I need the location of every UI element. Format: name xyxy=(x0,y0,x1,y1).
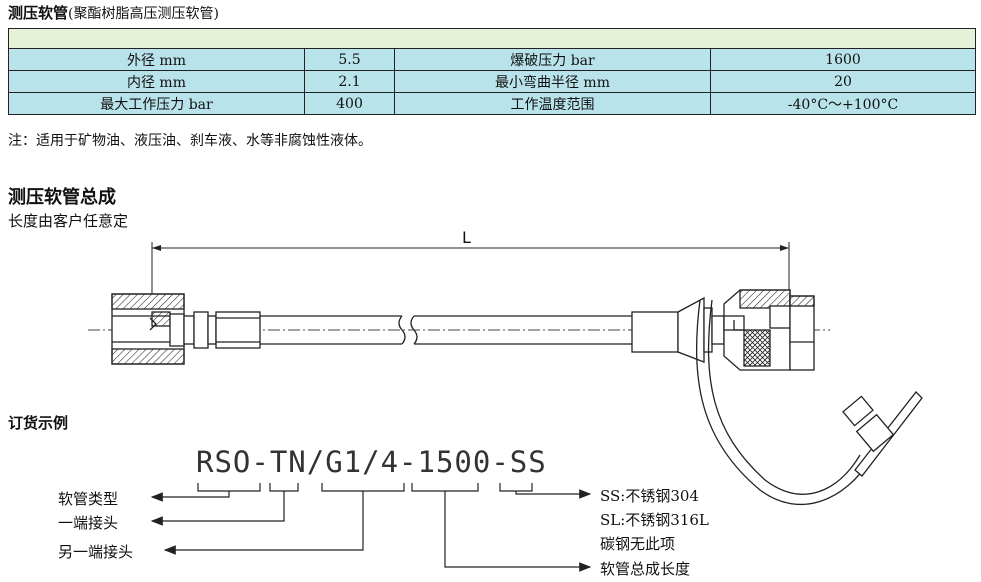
table-row: 最大工作压力 bar 400 工作温度范围 -40°C～+100°C xyxy=(8,92,976,115)
label-end-fitting: 一端接头 xyxy=(58,514,119,532)
spec-table-header xyxy=(8,28,976,49)
label-carbon-steel: 碳钢无此项 xyxy=(600,535,676,553)
label-other-end-fitting: 另一端接头 xyxy=(58,543,134,561)
label-ss: SS:不锈钢304 xyxy=(600,487,699,505)
table-row: 内径 mm 2.1 最小弯曲半径 mm 20 xyxy=(8,70,976,93)
right-fitting xyxy=(723,289,815,371)
usage-note: 注：适用于矿物油、液压油、刹车液、水等非腐蚀性液体。 xyxy=(8,133,372,149)
title-main: 测压软管 xyxy=(8,4,69,22)
spec-value: 400 xyxy=(304,92,395,115)
order-leader-lines xyxy=(150,483,592,572)
spec-value: -40°C～+100°C xyxy=(710,92,976,115)
dimension-label: L xyxy=(462,228,471,247)
left-fitting xyxy=(111,293,185,365)
hose-body xyxy=(260,315,632,345)
order-code: RSO-TN/G1/4-1500-SS xyxy=(196,445,547,479)
order-example-title: 订货示例 xyxy=(8,414,69,432)
dimension-line xyxy=(151,242,790,300)
assembly-title: 测压软管总成 xyxy=(8,187,116,208)
dust-cap-strap xyxy=(695,299,923,506)
spec-label: 最小弯曲半径 mm xyxy=(394,70,711,93)
left-crimp-sleeve xyxy=(183,311,261,349)
table-row: 外径 mm 5.5 爆破压力 bar 1600 xyxy=(8,48,976,71)
spec-value: 1600 xyxy=(710,48,976,71)
right-crimp-sleeve xyxy=(631,296,725,363)
label-sl: SL:不锈钢316L xyxy=(600,511,709,529)
spec-label: 工作温度范围 xyxy=(394,92,711,115)
spec-label: 最大工作压力 bar xyxy=(8,92,305,115)
page-title: 测压软管(聚酯树脂高压测压软管) xyxy=(8,2,219,23)
spec-value: 2.1 xyxy=(304,70,395,93)
spec-value: 20 xyxy=(710,70,976,93)
length-note: 长度由客户任意定 xyxy=(8,212,129,230)
spec-table-header-cell xyxy=(8,28,976,49)
spec-table: 外径 mm 5.5 爆破压力 bar 1600 内径 mm 2.1 最小弯曲半径… xyxy=(8,28,976,115)
spec-label: 外径 mm xyxy=(8,48,305,71)
label-assembly-length: 软管总成长度 xyxy=(600,560,691,578)
title-subtitle: (聚酯树脂高压测压软管) xyxy=(68,6,219,22)
spec-value: 5.5 xyxy=(304,48,395,71)
spec-label: 内径 mm xyxy=(8,70,305,93)
label-hose-type: 软管类型 xyxy=(58,490,119,508)
